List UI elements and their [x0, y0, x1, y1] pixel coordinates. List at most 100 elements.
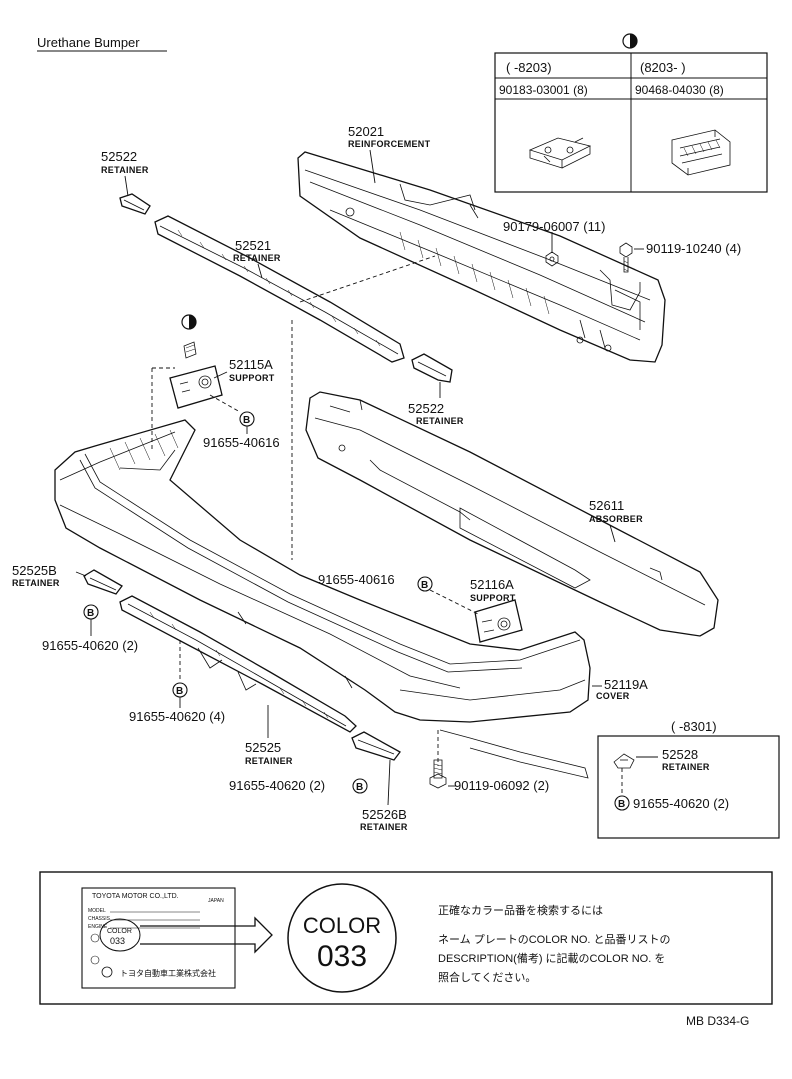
support-52116a-dash — [429, 589, 479, 615]
retainer-52521-part — [154, 215, 405, 363]
retainer-52521-number: 52521 — [235, 238, 271, 253]
support-52115a-leader — [213, 371, 228, 379]
fastener-f5-label: 91655-40620 (2) — [42, 638, 138, 653]
fastener-f2-label: 90119-10240 (4) — [646, 241, 741, 256]
svg-text:B: B — [618, 799, 625, 810]
svg-text:B: B — [87, 608, 94, 619]
b-marker-f3-icon: B — [239, 411, 255, 427]
fastener-f4-label: 91655-40616 — [318, 572, 395, 587]
fastener-table: ( -8203) (8203- ) 90183-03001 (8) 90468-… — [494, 52, 768, 193]
fastener-f7-label: 91655-40620 (2) — [229, 778, 325, 793]
inset-range: ( -8301) — [671, 719, 717, 734]
arrow-icon — [140, 916, 273, 954]
table-col1-range: ( -8203) — [506, 60, 552, 75]
svg-text:B: B — [176, 686, 183, 697]
color-badge: COLOR 033 — [287, 883, 397, 993]
retainer-52522-right-number: 52522 — [408, 401, 444, 416]
alignment-line-1 — [299, 255, 436, 303]
note-line-1: 正確なカラー品番を検索するには — [438, 903, 603, 917]
absorber-part — [305, 391, 719, 637]
svg-text:B: B — [356, 782, 363, 793]
b-marker-f9-icon: B — [614, 795, 630, 811]
cover-number: 52119A — [604, 677, 648, 692]
fastener-f1-label: 90179-06007 (11) — [503, 219, 605, 234]
retainer-52525b-leader — [75, 571, 87, 577]
fastener-f6-label: 91655-40620 (4) — [129, 709, 225, 724]
b-marker-f7-icon: B — [352, 778, 368, 794]
retainer-52522-right-part — [411, 353, 453, 383]
support-52116a-number: 52116A — [470, 577, 514, 592]
retainer-52521-name: RETAINER — [233, 253, 281, 263]
clip-90183-icon — [528, 137, 592, 169]
plate-color-code: 033 — [110, 936, 125, 946]
support-52115a-part — [169, 365, 223, 409]
retainer-52525b-number: 52525B — [12, 563, 57, 578]
color-info-box — [39, 871, 773, 1005]
bolt-90119-10240-icon — [619, 242, 633, 273]
retainer-52526b-leader — [387, 759, 391, 806]
retainer-52526b-name: RETAINER — [360, 822, 408, 832]
clip-small-icon — [183, 341, 197, 359]
note-line-4: 照合してください。 — [438, 970, 536, 984]
plate-maker: TOYOTA MOTOR CO.,LTD. — [92, 893, 179, 900]
note-line-2: ネーム プレートのCOLOR NO. と品番リストの — [438, 933, 671, 946]
plate-color-label: COLOR — [107, 928, 132, 935]
retainer-52525b-name: RETAINER — [12, 578, 60, 588]
table-col2-part: 90468-04030 (8) — [635, 83, 724, 97]
svg-text:B: B — [421, 580, 428, 591]
fastener-f3-label: 91655-40616 — [203, 435, 280, 450]
plate-field-2: CHASSIS — [88, 916, 111, 922]
retainer-52522-left-part — [119, 193, 151, 215]
cover-name: COVER — [596, 691, 630, 701]
retainer-52522-left-leader — [124, 175, 129, 197]
bolt-90119-06092-icon — [429, 759, 447, 789]
plate-field-3: ENGINE — [88, 924, 108, 930]
absorber-leader — [609, 524, 616, 543]
plate-country: JAPAN — [208, 898, 224, 904]
absorber-name: ABSORBER — [589, 514, 643, 524]
plate-maker-jp: トヨタ自動車工業株式会社 — [120, 968, 216, 978]
fastener-f9-label: 91655-40620 (2) — [633, 796, 729, 811]
reinforcement-part — [297, 151, 666, 363]
support-52116a-name: SUPPORT — [470, 593, 516, 603]
support-52115a-dash — [209, 394, 241, 413]
b-marker-f4-icon: B — [417, 576, 433, 592]
absorber-number: 52611 — [589, 498, 624, 513]
retainer-52521-leader — [257, 263, 263, 279]
retainer-52526b-part — [351, 731, 401, 761]
half-circle-symbol-icon — [622, 33, 638, 49]
retainer-52522-left-name: RETAINER — [101, 165, 149, 175]
reinforcement-number: 52021 — [348, 124, 384, 139]
support-52115a-name: SUPPORT — [229, 373, 275, 383]
color-badge-code: 033 — [317, 940, 367, 973]
b-marker-f5-icon: B — [83, 604, 99, 620]
note-line-3: DESCRIPTION(備考) に記載のCOLOR NO. を — [438, 951, 665, 965]
retainer-52525-number: 52525 — [245, 740, 281, 755]
cover-part — [54, 419, 591, 779]
color-badge-label: COLOR — [303, 913, 381, 938]
reinforcement-leader — [369, 149, 376, 184]
name-plate-illustration: TOYOTA MOTOR CO.,LTD. JAPAN MODEL CHASSI… — [81, 887, 236, 989]
inset-box — [597, 735, 780, 839]
reinforcement-name: REINFORCEMENT — [348, 139, 431, 149]
retainer-52522-left-number: 52522 — [101, 149, 137, 164]
support-52115a-number: 52115A — [229, 357, 273, 372]
retainer-52525b-part — [83, 569, 123, 595]
retainer-52528-number: 52528 — [662, 747, 698, 762]
retainer-52528-name: RETAINER — [662, 762, 710, 772]
fastener-f8-label: 90119-06092 (2) — [454, 778, 549, 793]
half-circle-small-icon — [181, 314, 197, 330]
table-col1-part: 90183-03001 (8) — [499, 83, 588, 97]
table-col2-range: (8203- ) — [640, 60, 686, 75]
clip-90468-icon — [671, 129, 731, 176]
retainer-52522-right-name: RETAINER — [416, 416, 464, 426]
svg-text:B: B — [243, 415, 250, 426]
plate-field-1: MODEL — [88, 908, 106, 914]
diagram-title: Urethane Bumper — [37, 35, 140, 50]
doc-code: MB D334-G — [686, 1014, 749, 1028]
retainer-52525-part — [119, 595, 357, 733]
retainer-52525-name: RETAINER — [245, 756, 293, 766]
b-marker-f6-icon: B — [172, 682, 188, 698]
